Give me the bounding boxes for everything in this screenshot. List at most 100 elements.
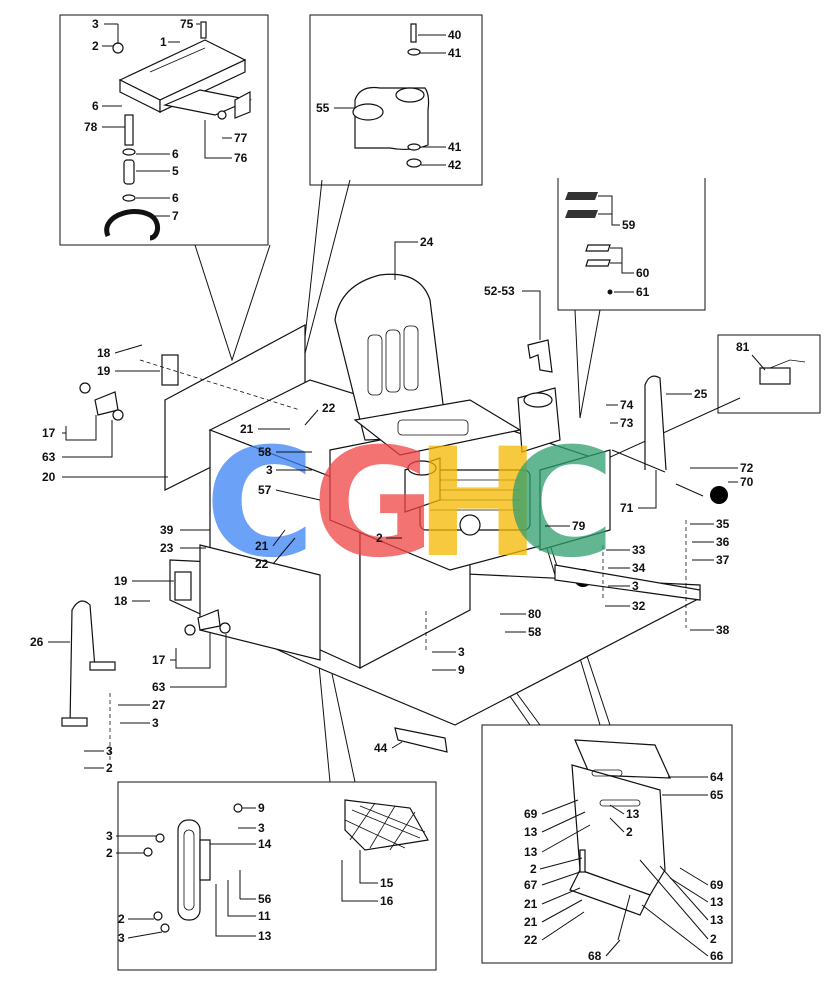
callout-7: 7	[172, 209, 179, 223]
callout-23: 23	[160, 541, 174, 555]
callout-3: 3	[106, 829, 113, 843]
callout-61: 61	[636, 285, 650, 299]
callout-2: 2	[376, 531, 383, 545]
callout-76: 76	[234, 151, 248, 165]
callout-80: 80	[528, 607, 542, 621]
callout-32: 32	[632, 599, 646, 613]
pin-part-68	[617, 894, 631, 941]
callout-52-53: 52-53	[484, 284, 515, 298]
callout-35: 35	[716, 517, 730, 531]
armrest-box-right	[517, 387, 561, 453]
callout-66: 66	[710, 949, 724, 963]
callout-2: 2	[92, 39, 99, 53]
callout-3: 3	[152, 716, 159, 730]
callout-6: 6	[172, 191, 179, 205]
washer-part	[153, 911, 163, 921]
watermark-letter: C	[505, 417, 615, 591]
bracket-52-53	[527, 339, 553, 373]
callout-3: 3	[106, 744, 113, 758]
callout-20: 20	[42, 470, 56, 484]
callout-21: 21	[240, 422, 254, 436]
bracket-part-76	[162, 89, 253, 119]
strap-part-14	[177, 819, 211, 921]
callout-63: 63	[152, 680, 166, 694]
callout-18: 18	[97, 346, 111, 360]
watermark-letter: G	[312, 417, 435, 591]
callout-39: 39	[160, 523, 174, 537]
callout-3: 3	[118, 931, 125, 945]
callout-69: 69	[710, 878, 724, 892]
callout-72: 72	[740, 461, 754, 475]
callout-13: 13	[710, 895, 724, 909]
callout-2: 2	[118, 912, 125, 926]
callout-16: 16	[380, 894, 394, 908]
watermark-letter: H	[415, 417, 541, 591]
callout-2: 2	[626, 825, 633, 839]
callout-18: 18	[114, 594, 128, 608]
callout-44: 44	[374, 741, 388, 755]
plate-part-60a	[585, 244, 611, 252]
callout-2: 2	[106, 846, 113, 860]
cup-holder-part-55	[352, 86, 430, 151]
callout-40: 40	[448, 28, 462, 42]
foot-26b	[89, 661, 116, 671]
callout-1: 1	[160, 35, 167, 49]
callout-9: 9	[258, 801, 265, 815]
callout-22: 22	[322, 401, 336, 415]
bracket-part-65	[569, 764, 666, 916]
callout-15: 15	[380, 876, 394, 890]
motor-unit	[419, 469, 531, 536]
callout-71: 71	[620, 501, 634, 515]
bolt-part	[200, 21, 207, 39]
bolt-part-40	[410, 23, 417, 43]
callout-6: 6	[172, 147, 179, 161]
guard-plate-79	[539, 449, 611, 551]
handle-26	[69, 600, 96, 726]
callout-65: 65	[710, 788, 724, 802]
callout-55: 55	[316, 101, 330, 115]
callout-68: 68	[588, 949, 602, 963]
callout-21: 21	[524, 897, 538, 911]
callout-6: 6	[92, 99, 99, 113]
callout-9: 9	[458, 663, 465, 677]
callout-77: 77	[234, 131, 248, 145]
callout-67: 67	[524, 878, 538, 892]
callout-2: 2	[106, 761, 113, 775]
washer-part	[112, 42, 124, 54]
callout-22: 22	[524, 933, 538, 947]
hinge-19a	[161, 354, 179, 386]
callout-78: 78	[84, 120, 98, 134]
callout-21: 21	[524, 915, 538, 929]
callout-14: 14	[258, 837, 272, 851]
callout-63: 63	[42, 450, 56, 464]
callout-41: 41	[448, 140, 462, 154]
callout-5: 5	[172, 164, 179, 178]
inset-box-armrest	[481, 724, 733, 964]
hinge-19b	[174, 571, 192, 601]
callout-2: 2	[710, 932, 717, 946]
callout-13: 13	[524, 845, 538, 859]
screw-part-61	[607, 289, 613, 295]
inset-box-pads	[557, 178, 706, 311]
washer-part	[217, 110, 227, 120]
bracket-32	[554, 564, 701, 601]
callout-25: 25	[694, 387, 708, 401]
callout-17: 17	[152, 653, 166, 667]
armrest-box-left	[404, 457, 441, 513]
washer-part	[143, 847, 153, 857]
callout-13: 13	[710, 913, 724, 927]
rod-71	[611, 449, 666, 473]
tool-tray-44	[394, 727, 448, 753]
callout-70: 70	[740, 475, 754, 489]
inset-pointer-pads	[574, 309, 601, 419]
callout-79: 79	[572, 519, 586, 533]
callout-58: 58	[528, 625, 542, 639]
callout-21: 21	[255, 539, 269, 553]
switch-lever	[769, 359, 806, 369]
callout-19: 19	[97, 364, 111, 378]
hose-fitting-part	[104, 114, 160, 241]
callout-74: 74	[620, 398, 634, 412]
callout-58: 58	[258, 445, 272, 459]
callout-3: 3	[266, 463, 273, 477]
callout-37: 37	[716, 553, 730, 567]
